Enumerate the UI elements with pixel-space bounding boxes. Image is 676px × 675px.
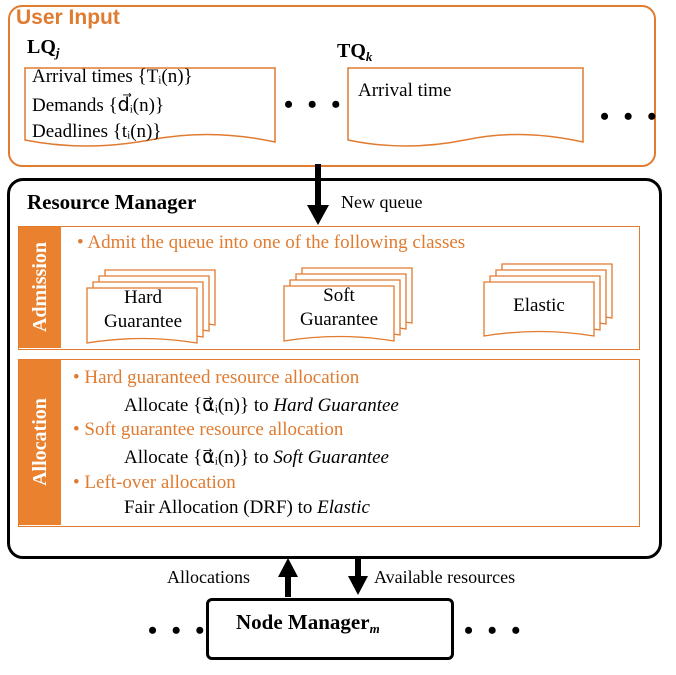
- new-queue-label: New queue: [341, 192, 423, 212]
- allocation-hard-detail: Allocate {α⃗ᵢ(n)} to Hard Guarantee: [124, 395, 399, 416]
- lq-demands: Demands {d⃗ᵢ(n)}: [32, 95, 165, 116]
- allocation-hard-bullet: • Hard guaranteed resource allocation: [73, 367, 360, 388]
- resource-manager-title: Resource Manager: [27, 190, 197, 214]
- ellipsis-tq: • • •: [600, 102, 661, 131]
- allocation-soft-bullet: • Soft guarantee resource allocation: [73, 419, 344, 440]
- lq-arrival-times: Arrival times {Tᵢ(n)}: [32, 66, 193, 87]
- class-soft-guarantee: Soft Guarantee: [299, 285, 379, 330]
- ellipsis-lq: • • •: [284, 90, 345, 119]
- class-elastic: Elastic: [513, 295, 565, 316]
- allocation-soft-detail: Allocate {α⃗ᵢ(n)} to Soft Guarantee: [124, 447, 389, 468]
- ellipsis-node-right: • • •: [464, 616, 525, 645]
- allocations-label: Allocations: [167, 567, 250, 587]
- allocation-leftover-bullet: • Left-over allocation: [73, 472, 236, 493]
- allocation-leftover-detail: Fair Allocation (DRF) to Elastic: [124, 497, 370, 518]
- allocation-section: [18, 359, 640, 527]
- admission-sidebar: [19, 227, 61, 348]
- available-resources-label: Available resources: [374, 567, 516, 587]
- node-manager-box: [206, 598, 454, 660]
- tq-label: TQk: [337, 40, 373, 64]
- ellipsis-node-left: • • •: [148, 616, 209, 645]
- lq-label: LQj: [27, 36, 60, 60]
- class-hard-guarantee: Hard Guarantee: [103, 287, 183, 332]
- user-input-title: User Input: [16, 6, 120, 29]
- allocation-sidebar: [19, 360, 61, 525]
- admission-bullet: • Admit the queue into one of the follow…: [77, 232, 466, 253]
- node-manager-label: Node Managerm: [236, 610, 380, 636]
- lq-deadlines: Deadlines {tᵢ(n)}: [32, 121, 162, 142]
- tq-arrival-time: Arrival time: [358, 80, 452, 101]
